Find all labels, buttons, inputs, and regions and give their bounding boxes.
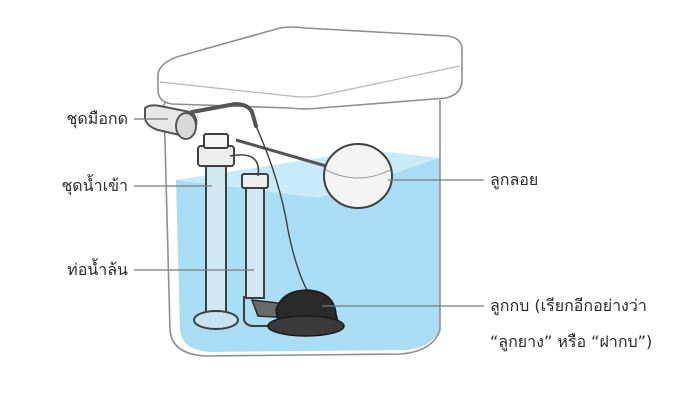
float-arm xyxy=(235,138,327,168)
label-fill-valve: ชุดน้ำเข้า xyxy=(61,176,128,195)
lid-edge xyxy=(159,65,461,98)
overflow-tube-bracket xyxy=(243,296,290,327)
refill-tube xyxy=(229,154,260,177)
float-ball-seam xyxy=(325,169,391,179)
flush-handle-knob xyxy=(175,112,197,140)
trip-lever xyxy=(190,101,258,128)
lift-chain xyxy=(255,125,309,293)
label-overflow-tube: ท่อน้ำล้น xyxy=(67,260,128,279)
overflow-tube-pipe xyxy=(245,185,265,299)
label-flapper-line2: “ลูกยาง” หรือ “ฝากบ”) xyxy=(490,332,653,351)
fill-valve-column xyxy=(205,159,227,317)
tank-water xyxy=(176,158,440,352)
overflow-tube-top xyxy=(241,173,269,189)
label-flapper-line1: ลูกกบ (เรียกอีกอย่างว่า xyxy=(490,296,647,315)
fill-valve-base xyxy=(193,310,239,330)
tank-lid xyxy=(157,26,463,110)
label-flush-handle: ชุดมือกด xyxy=(66,109,128,128)
label-float-ball: ลูกลอย xyxy=(490,170,539,189)
flush-valve-seat xyxy=(267,315,345,337)
float-ball xyxy=(323,143,393,209)
fill-valve-cap xyxy=(203,133,229,149)
